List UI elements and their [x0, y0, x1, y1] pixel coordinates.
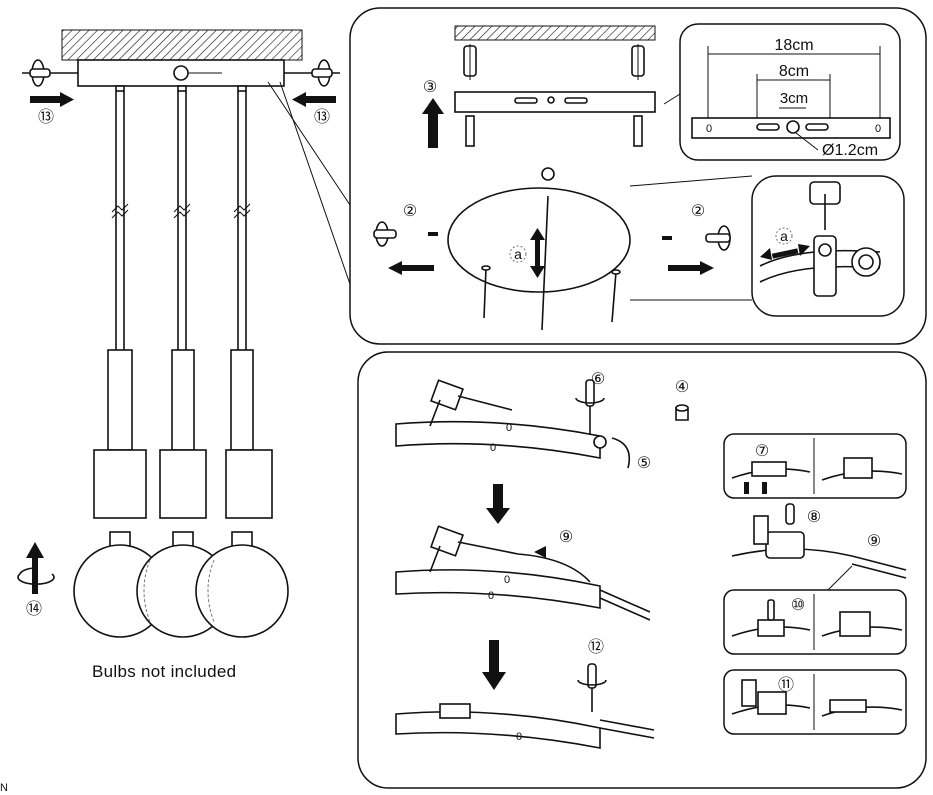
- wall-plug-left: [463, 44, 477, 80]
- nut-4: [675, 404, 689, 421]
- screw-12: [577, 663, 607, 712]
- step-4: ④: [675, 379, 689, 396]
- step-14: ⑭: [26, 600, 42, 618]
- screw-left: [465, 115, 475, 147]
- screw-left-2: [373, 221, 438, 275]
- step-3: ③: [423, 79, 437, 96]
- label-a-left: a: [514, 246, 522, 262]
- arrow-left-13: [292, 92, 336, 107]
- arrow-down-2: [482, 640, 506, 690]
- caption-bulbs: Bulbs not included: [92, 662, 237, 681]
- pendant-3: [195, 85, 289, 638]
- ring-step-1: 0 0: [395, 379, 607, 459]
- detail-box-7: [723, 433, 907, 499]
- canopy-disc: a: [447, 167, 631, 331]
- zero-left: 0: [706, 123, 712, 135]
- ring1-zero-b: 0: [490, 442, 496, 454]
- dim-hole: Ø1.2cm: [822, 142, 878, 159]
- ring-step-3: 0: [395, 703, 655, 749]
- step-6: ⑥: [591, 371, 605, 388]
- ring3-zero: 0: [516, 731, 522, 743]
- dim-18cm: 18cm: [774, 37, 813, 54]
- mounting-bracket-group: ③ 0 0 18cm 8cm 3cm Ø1.2cm a: [373, 23, 905, 331]
- connector-8: [731, 503, 907, 579]
- step-2-left: ②: [403, 203, 417, 220]
- ceiling-hatch: [61, 29, 303, 61]
- step-7: ⑦: [755, 443, 769, 460]
- wiring-steps: 0 0 ⑥ ④ ⑤ 0 0 ⑨: [395, 371, 907, 749]
- side-screw-left: [22, 59, 78, 87]
- wall-plug-right: [631, 44, 645, 80]
- label-a-inset: a: [780, 228, 788, 244]
- ring1-zero-a: 0: [506, 422, 512, 434]
- mounting-bar: [454, 91, 656, 113]
- step-12: ⑫: [588, 638, 604, 656]
- step-2-right: ②: [691, 203, 705, 220]
- step-11: ⑪: [778, 676, 794, 694]
- screw-right-2: [662, 225, 731, 275]
- detail-box-10: [723, 589, 907, 655]
- pendant-1: [73, 85, 167, 638]
- step-9-right: ⑨: [867, 533, 881, 550]
- arrow-down-1: [486, 484, 510, 524]
- step-13-left: ⑬: [38, 108, 54, 126]
- arrow-up-3: [422, 98, 444, 148]
- rotate-arrow-14: [17, 542, 55, 594]
- step-9-center: ⑨: [559, 529, 573, 546]
- screw-right: [633, 115, 643, 147]
- pendant-overview: ⑬ ⑬: [17, 29, 353, 638]
- screw-6: [575, 379, 605, 434]
- ring-step-2: 0 0: [395, 525, 651, 621]
- corner-text: N: [0, 782, 8, 794]
- dim-3cm: 3cm: [780, 90, 808, 107]
- ring2-zero-b: 0: [488, 590, 494, 602]
- detail-box-11: [723, 669, 907, 735]
- step-10: ⑩: [791, 597, 805, 614]
- ring2-zero-a: 0: [504, 574, 510, 586]
- side-screw-right: [284, 59, 340, 87]
- arrow-right-13: [30, 92, 74, 107]
- step-13-right: ⑬: [314, 108, 330, 126]
- clip-5: [611, 437, 631, 469]
- step-5: ⑤: [637, 455, 651, 472]
- zero-right: 0: [875, 123, 881, 135]
- dim-8cm: 8cm: [779, 63, 809, 80]
- step-8: ⑧: [807, 509, 821, 526]
